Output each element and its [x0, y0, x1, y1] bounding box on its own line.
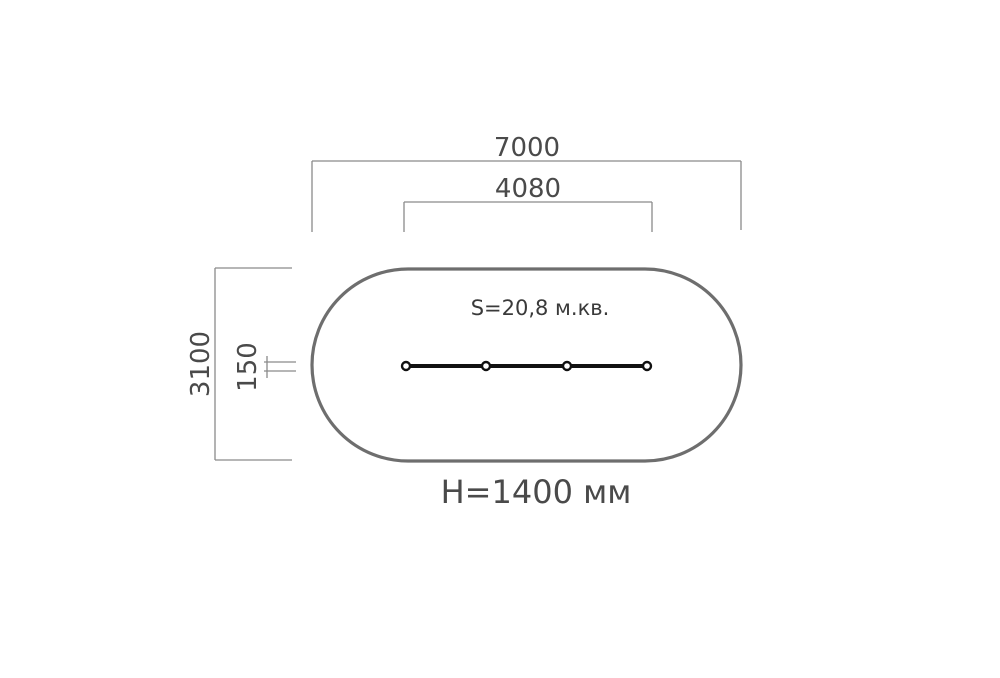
dimension-equipment-width: 150 — [233, 342, 296, 392]
equipment-post — [561, 360, 573, 372]
height-label: H=1400 мм — [441, 473, 632, 511]
equipment-post — [400, 360, 412, 372]
equipment-post — [641, 360, 653, 372]
overall-length-label: 7000 — [494, 133, 560, 163]
equipment-post — [480, 360, 492, 372]
dimension-equipment-length: 4080 — [403, 174, 653, 232]
area-label: S=20,8 м.кв. — [471, 296, 610, 320]
dimension-overall-length: 7000 — [311, 133, 742, 232]
equipment-width-label: 150 — [233, 342, 263, 392]
equipment-length-label: 4080 — [495, 174, 561, 204]
equipment-bar — [400, 360, 653, 372]
dimension-overall-width: 3100 — [186, 267, 292, 461]
overall-width-label: 3100 — [186, 331, 216, 397]
